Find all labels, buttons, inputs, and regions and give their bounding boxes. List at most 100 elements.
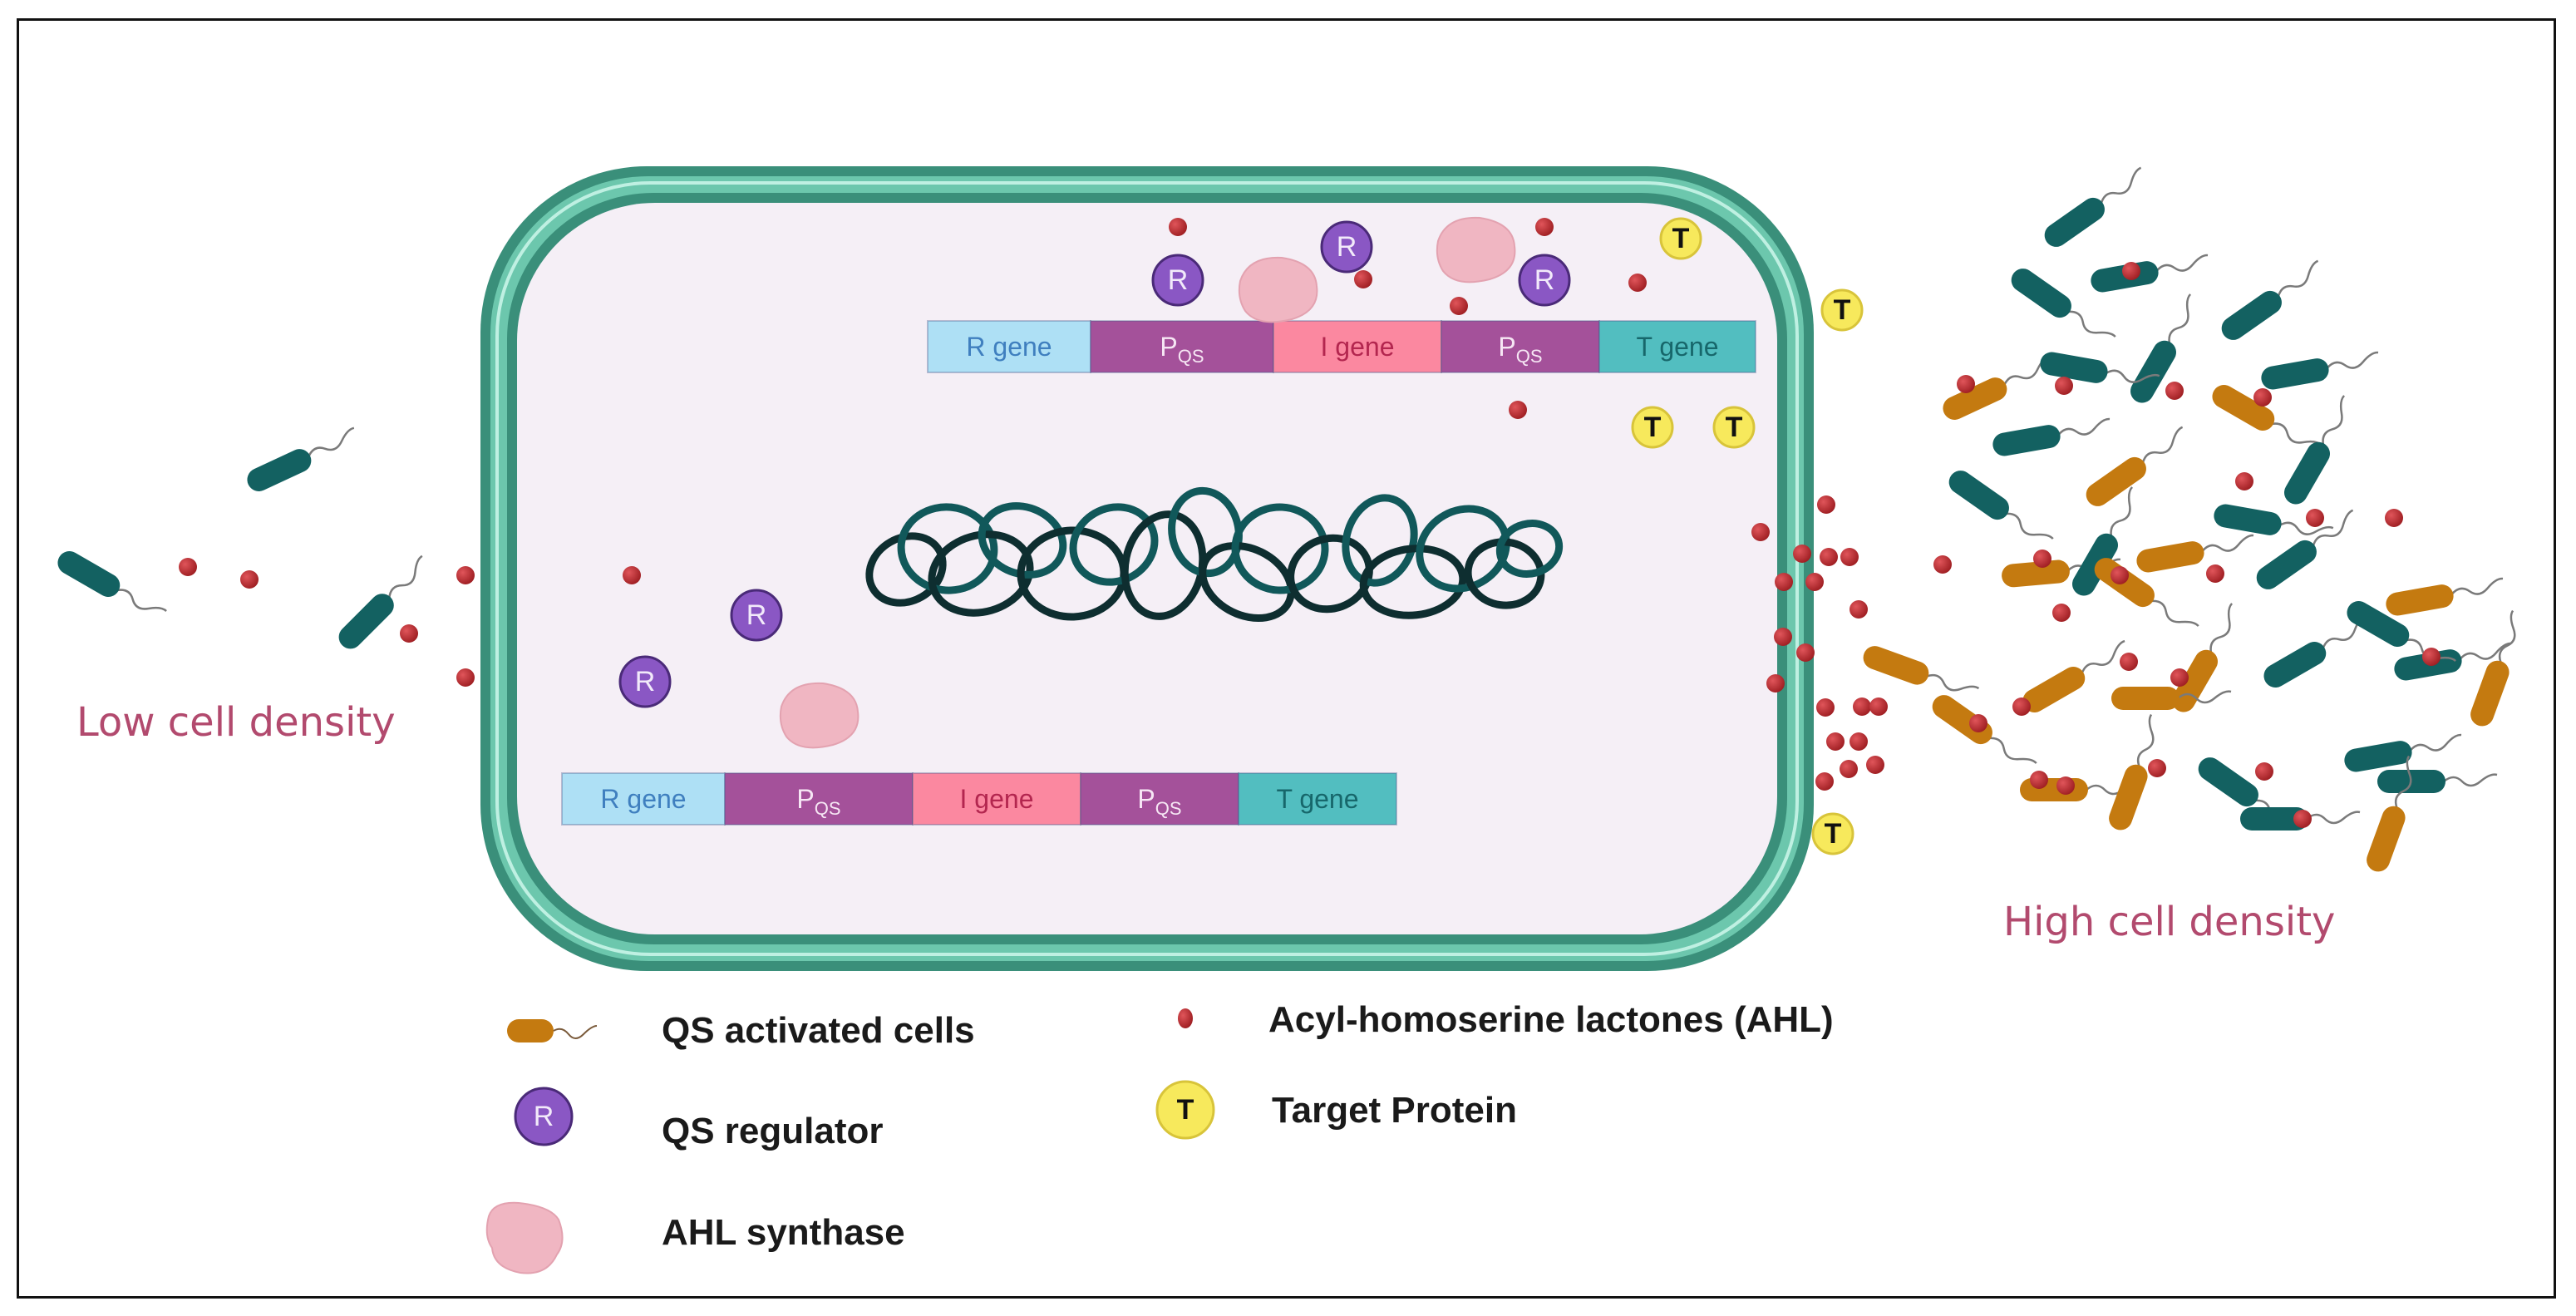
ahl-molecule [2235,472,2253,490]
ahl-molecule [1751,523,1770,541]
ahl-molecule [1853,697,1871,716]
ahl-molecule [1869,697,1888,716]
ahl-molecule [1628,274,1647,292]
ahl-molecule [1450,297,1468,315]
svg-text:R: R [534,1101,554,1132]
dna-loop [1464,538,1545,609]
bacterium [2344,733,2462,772]
dna-loop [1069,503,1159,586]
activated-bacterium [2109,713,2155,831]
ahl-molecule [1826,732,1845,751]
operon-segment-i-gene: I gene [1273,320,1442,373]
svg-text:R: R [635,666,656,697]
ahl-molecule [1535,218,1554,236]
operon-segment-label: T gene [1636,332,1718,362]
ahl-molecule [2293,810,2312,828]
target-protein: T [1811,812,1854,855]
legend-item-ahl: Acyl-homoserine lactones (AHL) [1178,999,1834,1040]
dna-loop [978,502,1067,579]
legend-label-regulator: QS regulator [662,1111,884,1151]
target-protein: T [1659,217,1702,260]
activated-bacterium [2022,639,2125,712]
bacterium [2072,486,2134,596]
bacterium [2130,293,2192,403]
ahl-molecule [1866,756,1884,774]
bacterium [1948,471,2054,540]
activated-bacterium [2086,426,2184,506]
legend-item-activated: QS activated cells [507,1010,975,1051]
qs-regulator: R [1518,254,1571,307]
regulator-icon: R [514,1087,574,1146]
bacterium [2256,509,2354,589]
bacterium [2011,269,2116,338]
dna-loop [1199,541,1295,623]
bacterium [2221,259,2319,340]
ahl-molecule [1816,698,1835,717]
operon-segment-promoter: PQS [1090,320,1274,373]
ahl-molecule [1957,375,1975,393]
dna-loop [1231,503,1329,594]
dna-loop [865,532,947,607]
bacterium [2044,166,2142,247]
ahl-molecule [1509,401,1527,419]
svg-text:T: T [1644,412,1662,443]
ahl-molecule [240,570,259,589]
ahl-molecule [1354,270,1372,288]
dna-loop [897,503,998,594]
ahl-molecule [456,566,475,584]
qs-regulator: R [1320,220,1373,274]
ahl-molecule [1169,218,1187,236]
ahl-molecule [1849,600,1868,619]
operon-segment-label: R gene [966,332,1052,362]
legend-item-regulator: R QS regulator [514,1087,884,1151]
legend: QS activated cells R QS regulator AHL sy… [485,999,1834,1274]
activated-bacterium [2367,755,2412,872]
ahl-molecule [179,558,197,576]
ahl-molecule [2052,604,2071,622]
legend-label-synthase: AHL synthase [662,1212,905,1253]
low-density-label: Low cell density [76,699,396,746]
ahl-molecule [1805,573,1824,591]
qs-regulator: R [730,589,783,642]
target-protein-icon: T [1155,1080,1215,1140]
ahl-molecule [2012,697,2031,716]
svg-text:T: T [1825,818,1842,850]
bacterium [2284,395,2346,505]
ahl-synthase [779,682,859,749]
ahl-molecule [623,566,641,584]
ahl-molecule [2111,566,2129,584]
ahl-molecule [2030,771,2048,789]
ahl-molecule [1840,548,1859,566]
chromosomal-dna [865,486,1564,623]
bacterium [2091,254,2209,293]
bacterium [2240,807,2361,831]
svg-text:R: R [746,599,767,631]
legend-label-ahl: Acyl-homoserine lactones (AHL) [1268,999,1834,1040]
operon-segment-label: T gene [1276,784,1358,814]
dna-loop [928,530,1034,617]
legend-label-target: Target Protein [1272,1090,1517,1131]
bacterium [2040,352,2160,383]
ahl-molecule [2170,668,2189,687]
svg-text:R: R [1534,264,1555,296]
ahl-molecule [2306,509,2324,527]
target-protein: T [1712,406,1756,449]
ahl-molecule [1840,760,1858,778]
ahl-molecule [2055,377,2073,395]
qs-regulator: R [1151,254,1204,307]
dna-loop [1495,520,1564,578]
bacterium [338,554,423,649]
operon-segment-promoter: PQS [724,772,914,826]
ahl-icon [1178,1008,1193,1028]
ahl-molecule [2122,262,2140,280]
ahl-molecule [2206,564,2224,583]
legend-label-activated: QS activated cells [662,1010,975,1051]
ahl-molecule [1933,555,1952,574]
operon-segment-r-gene: R gene [561,772,726,826]
operon-segment-r-gene: R gene [927,320,1091,373]
bacterium [2261,351,2379,390]
svg-text:R: R [1168,264,1189,296]
ahl-molecule [1969,714,1987,732]
ahl-molecule [2253,388,2272,407]
